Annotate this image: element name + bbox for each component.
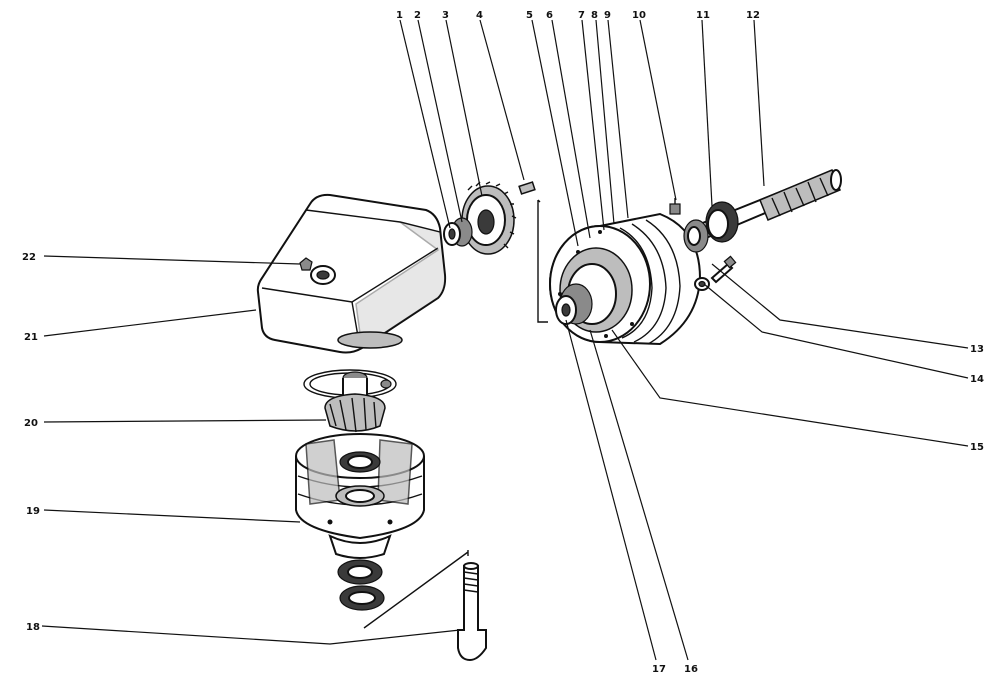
bevel-gear-input [461, 181, 517, 255]
callout-21: 21 [24, 332, 38, 343]
key [518, 181, 536, 195]
bearing-pinion [443, 217, 473, 247]
bevel-gear-vertical [324, 371, 386, 433]
lower-bearings [337, 559, 385, 611]
vent-plug [669, 198, 681, 215]
callout-3: 3 [442, 10, 449, 21]
callout-11: 11 [696, 10, 710, 21]
washer [694, 277, 710, 291]
bolt [710, 255, 737, 284]
gearbox-housing [256, 193, 447, 354]
callout-9: 9 [604, 10, 611, 21]
callout-8: 8 [591, 10, 598, 21]
callout-22: 22 [22, 252, 36, 263]
callout-10: 10 [632, 10, 646, 21]
callout-20: 20 [24, 418, 38, 429]
callout-16: 16 [684, 664, 698, 675]
callout-5: 5 [526, 10, 533, 21]
lower-housing [295, 433, 425, 559]
callout-7: 7 [578, 10, 585, 21]
callout-1: 1 [396, 10, 403, 21]
callout-12: 12 [746, 10, 760, 21]
side-housing-assembly [549, 212, 702, 346]
shaft-bearing [683, 201, 739, 253]
callout-6: 6 [546, 10, 553, 21]
callout-13: 13 [970, 344, 984, 355]
callout-14: 14 [970, 374, 984, 385]
callout-2: 2 [414, 10, 421, 21]
leader-lines [41, 19, 969, 661]
key-guide-line [537, 199, 548, 323]
callout-18: 18 [26, 622, 40, 633]
callout-4: 4 [476, 10, 483, 21]
callout-labels: 1 2 3 4 5 6 7 8 9 10 11 12 13 14 15 16 1… [22, 10, 984, 675]
callout-15: 15 [970, 442, 984, 453]
callout-17: 17 [652, 664, 666, 675]
callout-19: 19 [26, 506, 40, 517]
stub-shaft [363, 550, 487, 662]
